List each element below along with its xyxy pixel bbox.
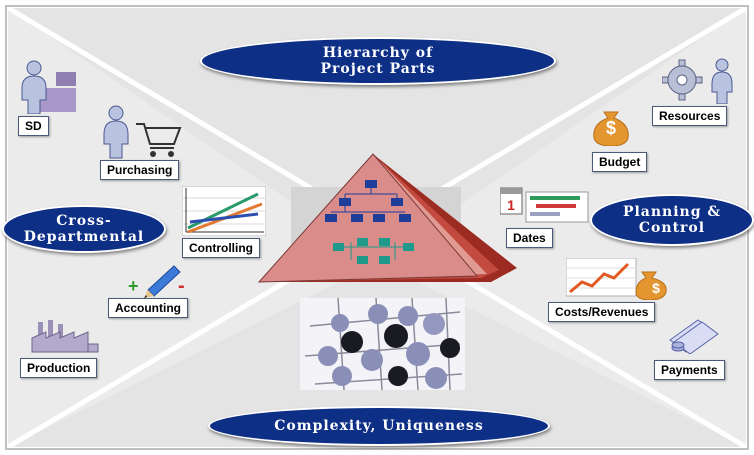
calendar-day: 1 (507, 197, 515, 213)
planning-oval-line2: Control (638, 220, 706, 236)
cross-oval-line1: Cross- (56, 213, 112, 229)
cross-oval-line2: Departmental (23, 229, 145, 245)
resources-label: Resources (652, 106, 728, 126)
plus-icon: + (128, 276, 139, 296)
person-with-cart-icon (103, 105, 182, 159)
planning-oval-line1: Planning & (622, 204, 722, 220)
banknotes-icon (669, 319, 719, 354)
cross-departmental-oval: Cross- Departmental (2, 205, 166, 253)
rising-chart-money-icon (566, 258, 667, 300)
payments-label: Payments (654, 360, 725, 380)
hierarchy-oval: Hierarchy of Project Parts (200, 37, 556, 85)
gear-and-person-icon (662, 58, 733, 104)
sd-label: SD (18, 116, 49, 136)
hierarchy-oval-line1: Hierarchy of (322, 45, 434, 61)
costs-dollar-icon: $ (652, 280, 660, 296)
complexity-oval: Complexity, Uniqueness (208, 406, 550, 446)
pencil-icon (144, 265, 181, 298)
production-label: Production (20, 358, 98, 378)
minus-icon: - (178, 275, 185, 297)
hierarchy-boxes (325, 180, 411, 222)
hierarchy-pyramid (257, 153, 517, 283)
planning-control-oval: Planning & Control (590, 194, 754, 246)
person-with-boxes-icon (21, 60, 76, 114)
accounting-label: Accounting (108, 298, 188, 318)
dollar-icon: $ (605, 118, 616, 138)
calendar-gantt-icon (500, 187, 589, 223)
costs-revenues-label: Costs/Revenues (548, 302, 656, 322)
line-chart-icon (182, 186, 266, 236)
budget-label: Budget (592, 152, 648, 172)
hierarchy-oval-line2: Project Parts (320, 61, 436, 77)
factory-icon (31, 320, 99, 353)
controlling-label: Controlling (182, 238, 260, 258)
process-boxes (333, 238, 414, 264)
dates-label: Dates (506, 228, 553, 248)
purchasing-label: Purchasing (100, 160, 180, 180)
molecule-network-image (300, 298, 465, 390)
complexity-oval-text: Complexity, Uniqueness (274, 418, 484, 434)
